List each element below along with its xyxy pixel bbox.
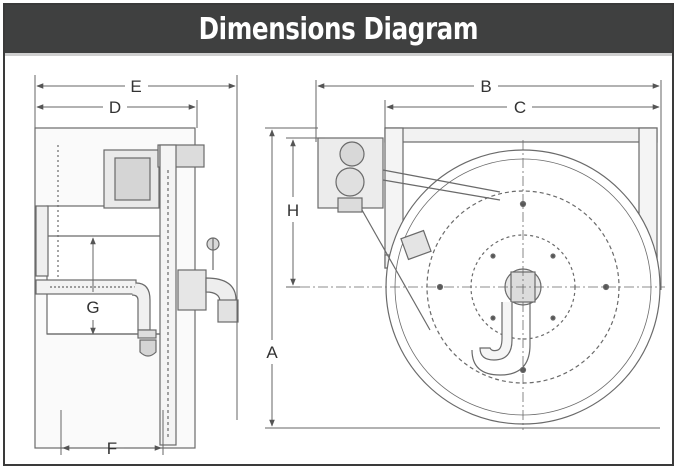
label-g: G (86, 298, 99, 317)
dimension-h (286, 137, 325, 288)
label-c: C (514, 98, 526, 117)
dimension-a (265, 127, 660, 429)
dimension-f (60, 410, 164, 455)
header-divider (5, 53, 672, 56)
label-h: H (287, 201, 299, 220)
label-f: F (107, 439, 117, 458)
dimension-c (384, 100, 660, 128)
label-b: B (480, 77, 491, 96)
dimension-b (315, 80, 662, 290)
dimension-e (34, 75, 238, 420)
side-view (34, 127, 239, 449)
label-a: A (266, 343, 278, 362)
diagram-title: Dimensions Diagram (198, 11, 479, 47)
header-bar: Dimensions Diagram (5, 5, 672, 53)
dimension-d (36, 100, 198, 128)
label-d: D (109, 98, 121, 117)
label-e: E (130, 77, 141, 96)
front-view (300, 127, 665, 430)
